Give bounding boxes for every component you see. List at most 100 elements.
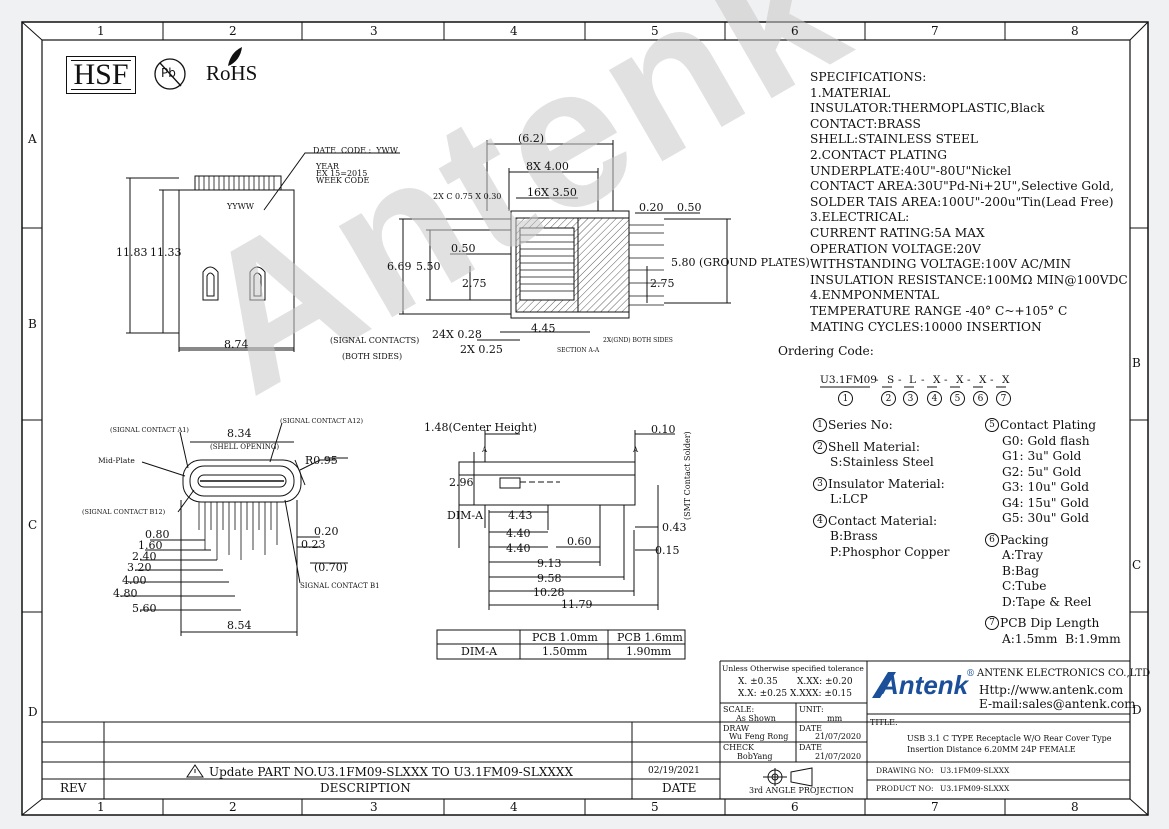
ex-label: EX 15=2015 [316,169,368,178]
grid-col-1: 1 [97,24,105,38]
dim-0-80: 0.80 [145,528,170,541]
ordering-circle-6: 6 [973,391,988,406]
revision-update: Update PART NO.U3.1FM09-SLXXX TO U3.1FM0… [209,765,574,779]
dim-6-2: (6.2) [518,132,545,145]
dim-4-45: 4.45 [531,322,556,335]
company-email: E-mail:sales@antenk.com [979,697,1136,711]
week-label: WEEK CODE [316,176,370,185]
ordering-group-title: Contact Plating [1000,418,1097,432]
dim-11-33: 11.33 [150,246,182,259]
grid-col-4-bottom: 4 [510,800,518,814]
dim-4-40a: 4.40 [506,527,531,540]
pb-mark: Pb [161,66,176,80]
grid-row-c: C [28,518,38,532]
draw-label: DRAW [723,724,750,733]
spec-line: 4.ENMPONMENTAL [810,288,939,303]
scale-value: As Shown [736,714,776,723]
scale-label: SCALE: [723,705,755,714]
company-logo: Antenk [880,670,969,700]
spec-line: INSULATOR:THERMOPLASTIC,Black [810,101,1045,116]
ordering-option: A:Tray [1002,548,1044,562]
dim-11-83: 11.83 [116,246,148,259]
dim-8-74: 8.74 [224,338,249,351]
ordering-code-part: - [875,374,879,386]
dim-8-34: 8.34 [227,427,252,440]
grid-col-3-bottom: 3 [370,800,378,814]
ordering-code-part: X [1002,374,1010,386]
ordering-option: C:Tube [1002,579,1047,593]
spec-line: SPECIFICATIONS: [810,70,927,84]
spec-line: OPERATION VOLTAGE:20V [810,241,981,256]
grid-col-7-bottom: 7 [931,800,939,814]
tolerance-title: Unless Otherwise specified tolerance [722,664,864,673]
spec-line: SHELL:STAINLESS STEEL [810,132,978,147]
grid-col-4: 4 [510,24,518,38]
ordering-group-circle: 5 [985,418,999,432]
year-label: YEAR [316,162,339,171]
ordering-option: P:Phosphor Copper [830,544,950,559]
dim-table-cell-3: 1.90mm [626,645,672,658]
draw-value: Wu Feng Rong [729,732,789,741]
dim-24x: 24X 0.28 [432,328,482,341]
spec-line: MATING CYCLES:10000 INSERTION [810,319,1042,334]
dim-0-70: (0.70) [314,561,348,574]
dim-8x4: 8X 4.00 [526,160,569,173]
grid-row-d: D [28,705,38,719]
dim-6-69: 6.69 [387,260,412,273]
signal-contacts-label: (SIGNAL CONTACTS) [330,336,420,345]
dim-4-00: 4.00 [122,574,147,587]
ordering-option: B:Bag [1002,563,1040,578]
spec-line: TEMPERATURE RANGE -40° C~+105° C [810,303,1068,318]
projection-label: 3rd ANGLE PROJECTION [749,786,854,795]
midplate-label: Mid-Plate [98,456,135,465]
dim-0-43: 0.43 [662,521,687,534]
ordering-code-part: U3.1FM09 [820,374,877,386]
company-reg: ® [966,669,975,679]
dim-2-96: 2.96 [449,476,474,489]
grid-col-7: 7 [931,24,939,38]
both-sides-label: (BOTH SIDES) [342,352,403,361]
grid-col-5: 5 [651,24,659,38]
yyww-label: YYWW [227,202,255,211]
ordering-option: G1: 3u" Gold [1002,449,1082,463]
grid-row-a: A [28,132,37,146]
ordering-code-part: - [944,374,948,386]
section-mark-a-left: A [482,446,488,454]
date2-label: DATE [799,743,822,752]
spec-line: CONTACT:BRASS [810,116,921,131]
ordering-group-circle: 7 [985,616,999,630]
grid-col-6: 6 [791,24,799,38]
rohs-mark: RoHS [206,61,258,85]
ordering-group-title: Packing [1000,532,1049,547]
dim-0-50-right: 0.50 [677,201,702,214]
ordering-group-title: Insulator Material: [828,476,945,491]
check-value: BobYang [737,752,773,761]
ordering-circle-1: 1 [838,391,853,406]
grid-col-3: 3 [370,24,378,38]
gnd-label: 2X(GND) BOTH SIDES [603,337,673,344]
ordering-option: G0: Gold flash [1002,433,1090,448]
grid-row-d-right: D [1132,703,1142,717]
ordering-code-part: X [933,374,941,386]
smt-label: (SMT Contact Solder) [683,431,692,520]
revision-rev-header: REV [60,781,87,795]
ordering-group-circle: 3 [813,476,827,491]
ordering-group-circle: 4 [813,513,827,528]
ordering-circle-7: 7 [996,391,1011,406]
dim-table-cell-1: DIM-A [461,645,498,658]
tolerance-l2a: X.X: ±0.25 [738,689,788,699]
ordering-code-part: - [990,374,994,386]
grid-col-6-bottom: 6 [791,800,799,814]
dim-0-20: 0.20 [639,201,664,214]
ordering-circle-5: 5 [950,391,965,406]
hsf-mark: HSF [66,56,136,94]
dim-10-28: 10.28 [533,586,565,599]
ordering-option: G2: 5u" Gold [1002,464,1082,479]
section-label: SECTION A-A [557,347,600,354]
product-no-label: PRODUCT NO: [876,784,934,793]
dim-9-58: 9.58 [537,572,562,585]
date-code-label: DATE CODE : YWW [313,146,398,155]
